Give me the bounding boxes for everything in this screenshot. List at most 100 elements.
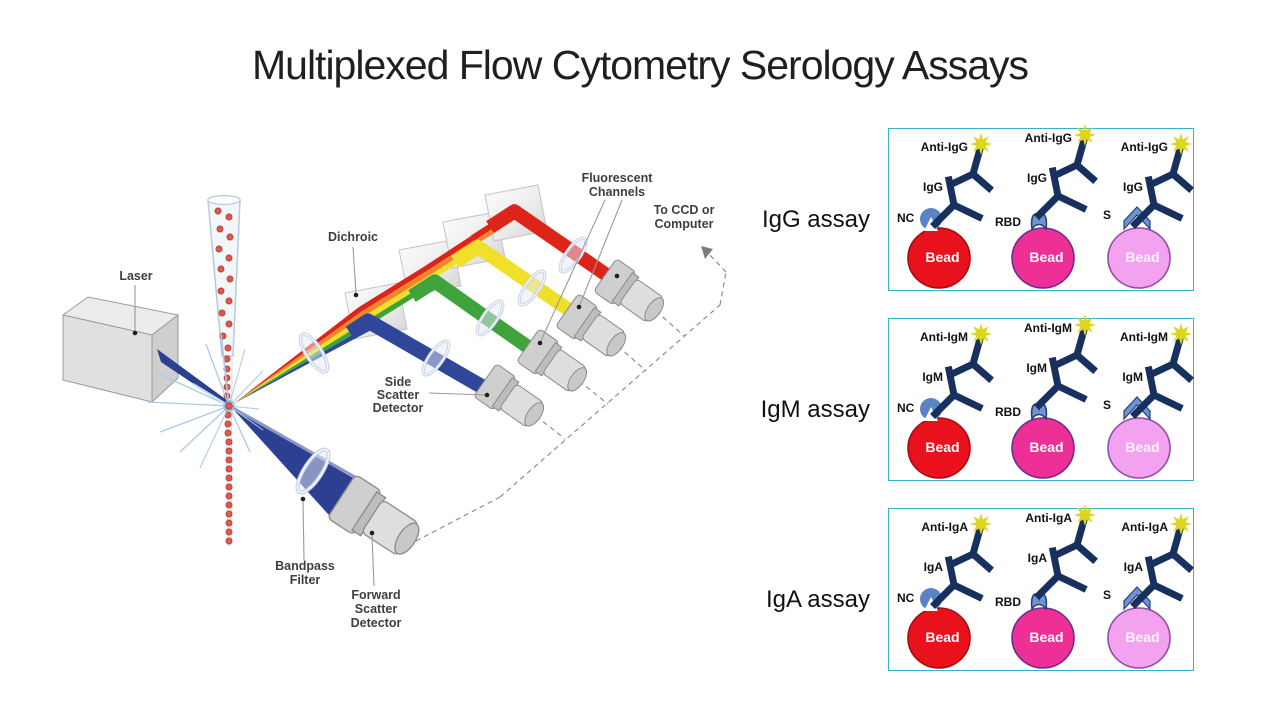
anti-antibody-label: Anti-IgA [921, 520, 968, 534]
bead-complex: Anti-IgM IgM RBD Bead [995, 314, 1098, 479]
antibody-label: IgA [1123, 560, 1143, 574]
anti-antibody-label: Anti-IgA [1121, 520, 1168, 534]
antibody-sandwich [1034, 504, 1098, 600]
bead [907, 607, 971, 669]
green-beam [408, 274, 550, 365]
fluorophore-star-icon [970, 323, 992, 345]
fluorescence-beams [345, 204, 628, 404]
blue-beam [345, 313, 504, 404]
assay-panel: Anti-IgG IgG NC Bead [888, 124, 1194, 291]
bead [907, 227, 971, 289]
anti-antibody-label: Anti-IgM [1024, 321, 1072, 335]
antibody-label: IgA [1027, 551, 1047, 565]
antigen-shape [1030, 403, 1048, 422]
page-title: Multiplexed Flow Cytometry Serology Assa… [251, 42, 1029, 88]
bead [1107, 607, 1171, 669]
forward-scatter-beam [232, 406, 367, 524]
anti-antibody-label: Anti-IgM [1120, 330, 1168, 344]
antibody-sandwich [1034, 314, 1098, 410]
antibody-label: IgM [922, 370, 943, 384]
scatter-starburst [147, 333, 264, 469]
bead-complex: Anti-IgM IgM NC Bead [895, 321, 994, 479]
side-scatter-label-1: Side [385, 375, 411, 389]
antibody-sandwich [930, 513, 994, 609]
yellow-beam [451, 240, 592, 329]
bead [1107, 227, 1171, 289]
ccd-label-2: Computer [654, 217, 713, 231]
antibody-label: IgM [1026, 361, 1047, 375]
bead-complex: Anti-IgM IgM S Bead [1095, 321, 1194, 479]
flow-cytometer-diagram: Laser Dichroic Fluorescent Channels To C… [61, 171, 727, 630]
fluorophore-star-icon [1074, 504, 1096, 526]
antibody-sandwich [930, 323, 994, 419]
laser-beam [157, 349, 231, 409]
antigen-shape [1030, 213, 1048, 232]
bead-label: Bead [1125, 629, 1160, 645]
antigen-label: RBD [995, 405, 1021, 419]
antibody-label: IgG [923, 180, 943, 194]
bead [1107, 417, 1171, 479]
bead-complex: Anti-IgG IgG RBD Bead [995, 124, 1098, 289]
fluorophore-star-icon [1170, 513, 1192, 535]
assay-panel: Anti-IgM IgM NC Bead [888, 314, 1194, 481]
forward-scatter-label-1: Forward [351, 588, 400, 602]
antigen-label: S [1103, 588, 1112, 602]
anti-antibody-label: Anti-IgG [1024, 131, 1072, 145]
anti-antibody-label: Anti-IgA [1025, 511, 1072, 525]
antigen-label: S [1103, 208, 1112, 222]
bead-complex: Anti-IgA IgA RBD Bead [995, 504, 1098, 669]
antibody-sandwich [1034, 124, 1098, 220]
diagram-labels: Laser Dichroic Fluorescent Channels To C… [119, 171, 714, 630]
assay-label: IgA assay [765, 586, 870, 613]
assay-label: IgM assay [760, 396, 870, 423]
fluorophore-star-icon [970, 133, 992, 155]
bead-label: Bead [925, 629, 960, 645]
antibody-sandwich [1130, 513, 1194, 609]
bead [1011, 607, 1075, 669]
antibody-label: IgA [923, 560, 943, 574]
assay-label: IgG assay [761, 206, 870, 233]
antigen-label: NC [897, 401, 915, 415]
bead-label: Bead [1029, 629, 1064, 645]
bandpass-label-2: Filter [290, 573, 321, 587]
antibody-sandwich [1130, 323, 1194, 419]
fluorescent-channels-label-2: Channels [589, 185, 645, 199]
label-leaders [132, 199, 623, 587]
bead-label: Bead [925, 249, 960, 265]
bead-complex: Anti-IgA IgA NC Bead [895, 511, 994, 669]
bead [1011, 417, 1075, 479]
antigen-label: RBD [995, 215, 1021, 229]
antigen-label: S [1103, 398, 1112, 412]
antibody-label: IgG [1027, 171, 1047, 185]
red-beam [486, 204, 628, 293]
anti-antibody-label: Anti-IgG [1120, 140, 1168, 154]
fluorophore-star-icon [970, 513, 992, 535]
assay-row-igg: IgG assay Anti-IgG IgG NC [0, 124, 1280, 291]
antigen-label: NC [897, 591, 915, 605]
antibody-sandwich [930, 133, 994, 229]
ccd-arrowhead [701, 246, 713, 259]
fluorophore-star-icon [1074, 124, 1096, 146]
bead-label: Bead [1029, 439, 1064, 455]
bead-label: Bead [1029, 249, 1064, 265]
antibody-sandwich [1130, 133, 1194, 229]
signal-dashed-lines [415, 246, 727, 542]
fluorophore-star-icon [1074, 314, 1096, 336]
laser-label: Laser [119, 269, 152, 283]
bead-label: Bead [925, 439, 960, 455]
bead [907, 417, 971, 479]
bead [1011, 227, 1075, 289]
dichroic-label: Dichroic [328, 230, 378, 244]
assay-row-iga: IgA assay Anti-IgA IgA NC [0, 504, 1280, 671]
antigen-label: NC [897, 211, 915, 225]
bead-complex: Anti-IgA IgA S Bead [1095, 511, 1194, 669]
bandpass-label-1: Bandpass [275, 559, 335, 573]
forward-scatter-label-3: Detector [351, 616, 402, 630]
bead-complex: Anti-IgG IgG NC Bead [895, 131, 994, 289]
bead-label: Bead [1125, 249, 1160, 265]
fluorophore-star-icon [1170, 133, 1192, 155]
forward-scatter-label-2: Scatter [355, 602, 398, 616]
ccd-label-1: To CCD or [654, 203, 715, 217]
fluorescent-channels-label-1: Fluorescent [582, 171, 654, 185]
